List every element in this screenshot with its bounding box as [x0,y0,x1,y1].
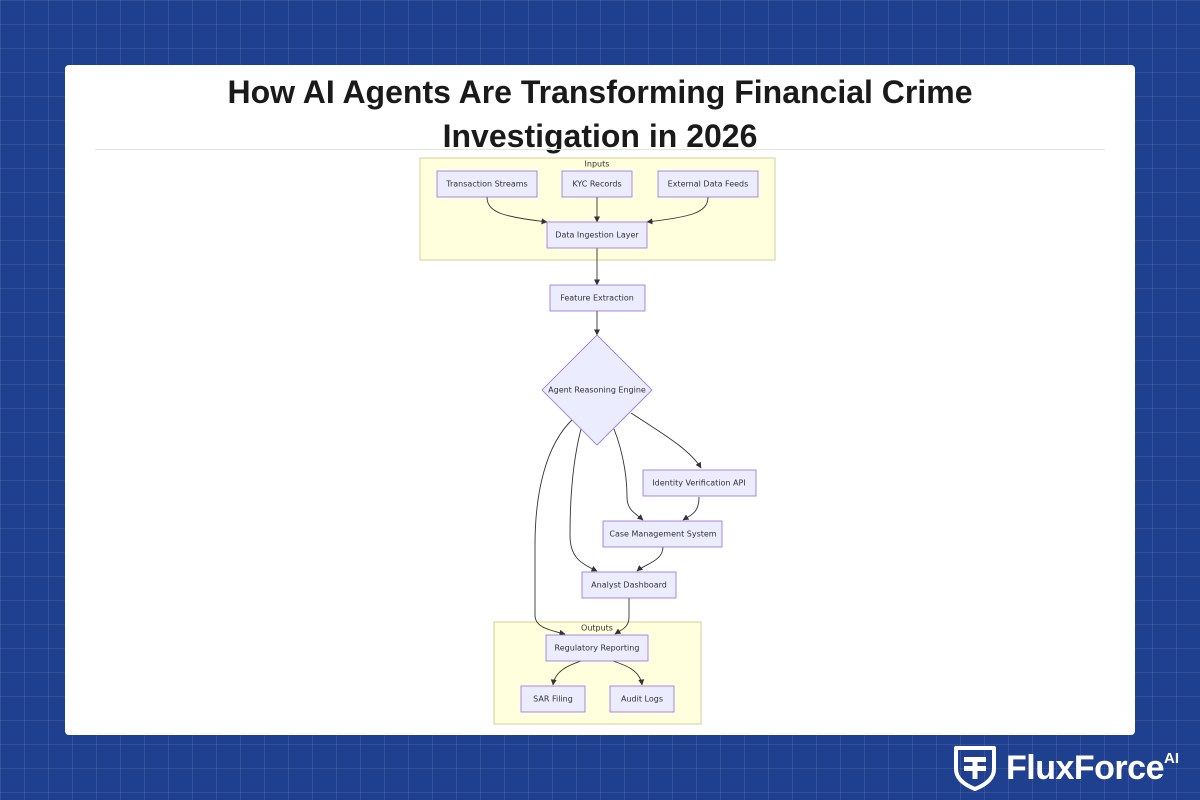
node-transaction-streams: Transaction Streams [436,170,538,198]
node-analyst-dashboard-label: Analyst Dashboard [591,581,667,590]
node-audit-logs: Audit Logs [609,685,675,713]
node-regulatory-reporting: Regulatory Reporting [545,634,649,662]
node-agent-reasoning-engine: Agent Reasoning Engine [541,334,653,446]
outputs-cluster-label: Outputs [581,624,613,633]
node-external-data-feeds: External Data Feeds [657,170,759,198]
edge-case-management-to-analyst-dashboard [636,546,664,572]
edge-reasoning-to-identity-api [630,412,702,469]
page-title: How AI Agents Are Transforming Financial… [65,70,1135,158]
node-sar-filing: SAR Filing [520,685,586,713]
node-identity-verification-api-label: Identity Verification API [652,479,745,488]
node-feature-extraction: Feature Extraction [549,284,646,312]
node-analyst-dashboard: Analyst Dashboard [581,571,677,599]
node-kyc-records: KYC Records [561,170,633,198]
edge-transaction-streams-to-ingestion [486,196,548,225]
node-feature-extraction-label: Feature Extraction [560,294,634,303]
node-identity-verification-api: Identity Verification API [642,469,757,497]
edge-reasoning-to-analyst-dashboard [569,428,598,572]
node-case-management-system-label: Case Management System [609,530,716,539]
node-agent-reasoning-engine-label: Agent Reasoning Engine [548,386,646,395]
edge-reasoning-to-regulatory-reporting [534,418,574,636]
node-external-data-feeds-label: External Data Feeds [668,180,749,189]
edge-identity-api-to-case-management [682,496,700,521]
node-regulatory-reporting-label: Regulatory Reporting [555,644,640,653]
title-line-2: Investigation in 2026 [442,118,758,154]
edge-external-feeds-to-ingestion [646,196,709,225]
edge-regulatory-reporting-to-audit-logs [612,660,645,686]
title-divider [95,149,1105,150]
node-data-ingestion-layer-label: Data Ingestion Layer [555,231,639,240]
inputs-cluster-label: Inputs [585,160,610,169]
edges [486,196,709,686]
brand-suffix: AI [1163,750,1179,767]
brand-logo: FluxForce AI [952,745,1179,791]
flowchart: Inputs Outputs Transaction Streams [419,157,776,725]
node-sar-filing-label: SAR Filing [533,695,573,704]
edge-analyst-dashboard-to-regulatory-reporting [614,598,630,635]
content-card: How AI Agents Are Transforming Financial… [65,65,1135,735]
node-case-management-system: Case Management System [602,520,723,548]
edge-reasoning-to-case-management [613,428,644,521]
title-line-1: How AI Agents Are Transforming Financial… [227,74,973,110]
node-audit-logs-label: Audit Logs [621,695,663,704]
node-kyc-records-label: KYC Records [572,180,621,189]
node-data-ingestion-layer: Data Ingestion Layer [546,221,648,249]
shield-icon [954,746,996,791]
edge-regulatory-reporting-to-sar-filing [550,660,582,686]
brand-name: FluxForce [1006,748,1164,787]
node-transaction-streams-label: Transaction Streams [445,180,527,189]
